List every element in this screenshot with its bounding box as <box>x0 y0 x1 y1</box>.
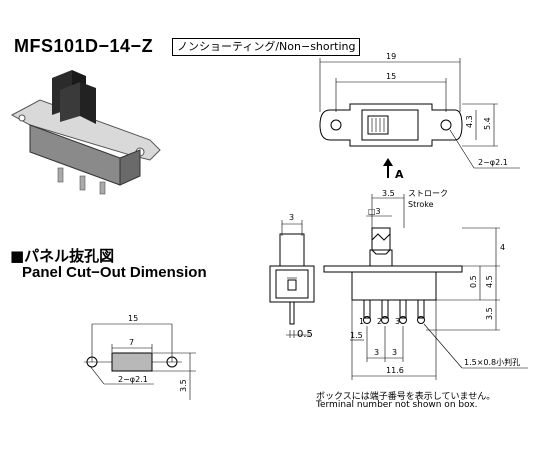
terminal-1-label: 1 <box>359 317 364 326</box>
side-view-drawing: 3 0.5 <box>269 213 315 340</box>
dim-knob-width: □3 <box>368 207 381 216</box>
dim-terminal-width: 0.5 <box>297 329 313 340</box>
dim-height-05: 0.5 <box>469 275 478 288</box>
switch-photo <box>10 70 161 195</box>
terminal-3-label: 3 <box>395 317 400 326</box>
dim-top-holes: 2−φ2.1 <box>478 158 508 167</box>
type-badge: ノンショーティング/Non−shorting <box>172 38 361 56</box>
panel-cutout-drawing: 15 7 3.5 2−φ2.1 <box>84 314 196 400</box>
part-number: MFS101D−14−Z <box>14 36 154 56</box>
dim-height-45: 4.5 <box>485 275 494 288</box>
dim-height-outer: 5.4 <box>483 117 492 130</box>
dim-overall-width: 19 <box>386 52 396 61</box>
dim-stroke-label-en: Stroke <box>408 200 434 209</box>
dim-pitch-left: 3 <box>374 348 379 357</box>
view-a-label: A <box>395 168 404 181</box>
dim-height-inner: 4.3 <box>465 115 474 128</box>
dim-stroke-label-jp: ストローク <box>408 189 448 198</box>
cutout-dim-pitch: 15 <box>128 314 138 323</box>
dim-slot-hole: 1.5×0.8小判孔 <box>464 357 520 367</box>
terminal-note-en: Terminal number not shown on box. <box>316 400 478 410</box>
panel-cutout-title-en: Panel Cut−Out Dimension <box>22 264 207 281</box>
cutout-dim-slot-width: 7 <box>129 338 134 347</box>
dim-hole-pitch: 15 <box>386 72 396 81</box>
dim-pitch-right: 3 <box>392 348 397 357</box>
dim-left-small: 1.5 <box>350 331 363 340</box>
top-view-drawing: 19 15 4.3 5.4 2−φ2.1 A <box>319 52 520 181</box>
panel-cutout-title-jp: ■パネル抜孔図 <box>10 247 115 265</box>
dim-height-35: 3.5 <box>485 307 494 320</box>
dim-stroke-value: 3.5 <box>382 189 395 198</box>
terminal-note-jp: ボックスには端子番号を表示していません。 <box>316 392 496 402</box>
cutout-dim-height: 3.5 <box>179 379 188 392</box>
cutout-dim-holes: 2−φ2.1 <box>118 375 148 384</box>
dim-length: 11.6 <box>386 366 404 375</box>
dim-lever-width: 3 <box>289 213 294 222</box>
dim-height-4: 4 <box>500 243 505 252</box>
terminal-2-label: 2 <box>377 317 382 326</box>
front-view-drawing: 3.5 ストローク Stroke □3 1 2 3 4 0.5 <box>323 189 528 380</box>
